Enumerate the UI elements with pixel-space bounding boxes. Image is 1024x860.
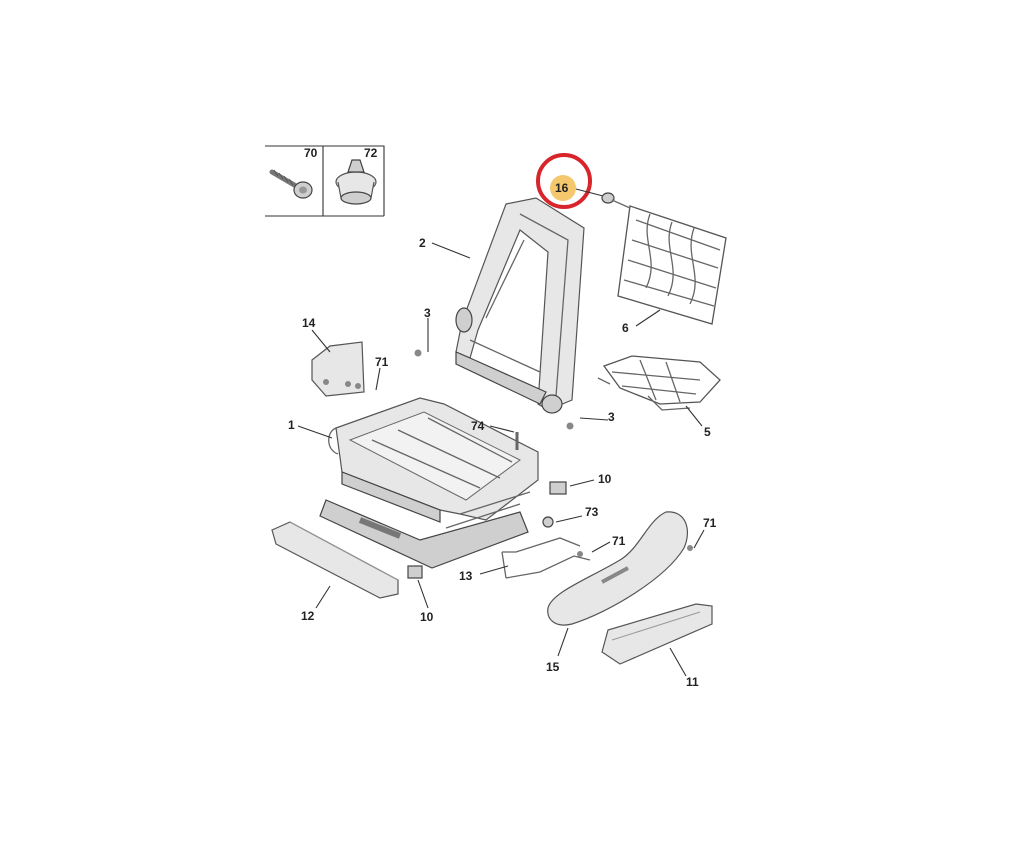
part-label-12[interactable]: 12: [301, 609, 315, 623]
inset-label-70: 70: [304, 146, 318, 160]
highlight-ring: [536, 153, 592, 209]
part-label-2[interactable]: 2: [419, 236, 426, 250]
lumbar-mechanism: [597, 355, 721, 411]
inset-label-72: 72: [364, 146, 378, 160]
part-label-10a[interactable]: 10: [598, 472, 612, 486]
part-label-14[interactable]: 14: [302, 316, 316, 330]
backrest-frame: [455, 197, 585, 414]
part-label-10b[interactable]: 10: [420, 610, 434, 624]
highlight-16[interactable]: 16: [536, 153, 604, 209]
part-label-6[interactable]: 6: [622, 321, 629, 335]
part-label-16: 16: [555, 181, 569, 195]
part-16-badge: [550, 175, 576, 201]
part-label-71b[interactable]: 71: [612, 534, 626, 548]
screw-icon: [269, 169, 313, 199]
part-label-13[interactable]: 13: [459, 569, 473, 583]
part-label-71a[interactable]: 71: [375, 355, 389, 369]
side-trim-11: [601, 603, 713, 665]
clip-nut-icon: [335, 159, 377, 205]
fastener-inset: 70 72: [265, 145, 385, 217]
part-labels: 2 3 3 5 6 14 71 1 74 10 73 71 71 13 12 1…: [288, 236, 717, 689]
side-trim-12: [271, 521, 399, 599]
part-label-3b[interactable]: 3: [608, 410, 615, 424]
part-label-3a[interactable]: 3: [424, 306, 431, 320]
spring-mat: [601, 192, 727, 325]
part-label-74[interactable]: 74: [471, 419, 485, 433]
part-label-1[interactable]: 1: [288, 418, 295, 432]
leader-lines: [297, 242, 705, 677]
part-label-15[interactable]: 15: [546, 660, 560, 674]
part-label-71c[interactable]: 71: [703, 516, 717, 530]
small-fasteners: [311, 341, 693, 579]
cushion-frame: [319, 397, 539, 569]
part-label-73[interactable]: 73: [585, 505, 599, 519]
cable-13: [501, 537, 591, 579]
part-label-5[interactable]: 5: [704, 425, 711, 439]
part-label-11[interactable]: 11: [686, 675, 699, 689]
side-trim-15: [547, 511, 688, 626]
